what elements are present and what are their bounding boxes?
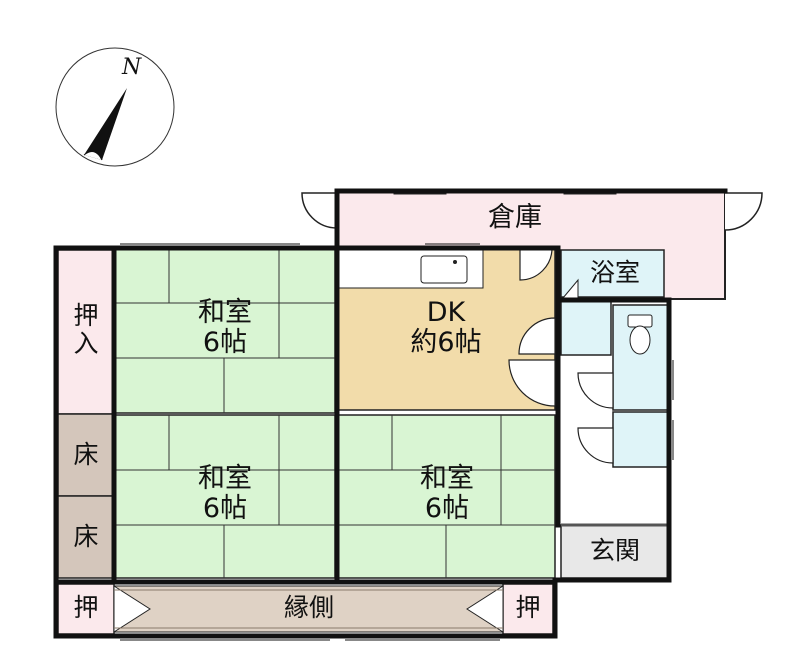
washroom bbox=[560, 299, 612, 356]
bath-label: 浴室 bbox=[589, 258, 640, 287]
entrance-area bbox=[560, 523, 670, 579]
dk-side-door-top-icon bbox=[518, 317, 556, 355]
sink-icon bbox=[420, 255, 468, 284]
washitsu-sw-label: 和室 6帖 bbox=[180, 463, 270, 525]
storage-door-right-icon bbox=[724, 192, 763, 231]
closet-large-char-1: 押 bbox=[73, 301, 99, 330]
compass-needle-icon bbox=[84, 88, 127, 160]
tokonoma-1 bbox=[57, 413, 115, 497]
dk-label: DK 約6帖 bbox=[396, 297, 496, 359]
compass-needle-hook bbox=[83, 150, 103, 161]
dk-size: 約6帖 bbox=[410, 327, 482, 359]
washitsu-se-label: 和室 6帖 bbox=[402, 463, 492, 525]
closet-left-label: 押 bbox=[73, 593, 99, 622]
dining-kitchen bbox=[336, 247, 556, 411]
tokonoma-1-label: 床 bbox=[73, 440, 99, 469]
dk-name: DK bbox=[426, 297, 466, 328]
washitsu-nw-label: 和室 6帖 bbox=[180, 297, 270, 359]
bath-area bbox=[560, 249, 669, 468]
washitsu-sw-size: 6帖 bbox=[202, 493, 248, 525]
closet-large-char-2: 入 bbox=[73, 329, 99, 358]
window-marks bbox=[120, 243, 674, 641]
dk-door-icon bbox=[519, 247, 553, 281]
washitsu-sw-name: 和室 bbox=[198, 463, 252, 494]
dk-side-door-bottom-icon bbox=[508, 359, 556, 407]
engawa-corridor bbox=[113, 585, 504, 633]
washitsu-nw-name: 和室 bbox=[198, 297, 252, 328]
washitsu-se-name: 和室 bbox=[420, 463, 474, 494]
toilet-tank bbox=[627, 314, 653, 328]
closet-right-label: 押 bbox=[515, 593, 541, 622]
tokonoma-2-label: 床 bbox=[73, 522, 99, 551]
closet-large-label: 押 入 bbox=[58, 302, 114, 358]
hall-door-2-icon bbox=[577, 427, 614, 464]
washitsu-se bbox=[336, 414, 556, 579]
washitsu-nw bbox=[113, 247, 336, 414]
storage-door-left-icon bbox=[301, 192, 338, 229]
washitsu-nw-size: 6帖 bbox=[202, 327, 248, 359]
entrance-label: 玄関 bbox=[589, 536, 640, 565]
washitsu-se-size: 6帖 bbox=[424, 493, 470, 525]
hall-door-1-icon bbox=[577, 372, 614, 409]
exterior-walls bbox=[53, 188, 728, 639]
compass bbox=[55, 47, 175, 167]
toilet-icon bbox=[629, 325, 651, 355]
storage-small bbox=[612, 411, 669, 468]
engawa-label: 縁側 bbox=[283, 593, 334, 622]
storage-label: 倉庫 bbox=[488, 202, 542, 233]
compass-north-label: N bbox=[122, 55, 142, 80]
